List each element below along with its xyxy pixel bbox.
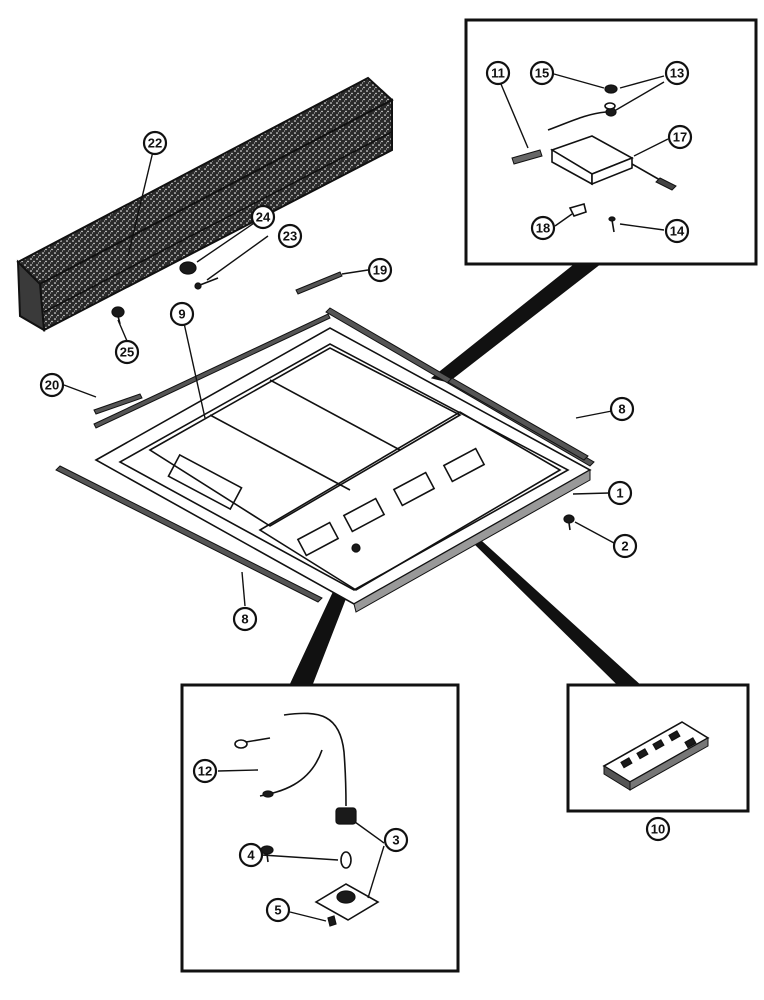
svg-text:13: 13 [670, 66, 684, 81]
control-panel-part-22 [16, 76, 394, 332]
svg-text:25: 25 [120, 345, 134, 360]
svg-text:14: 14 [670, 224, 685, 239]
terminal-block-part-10 [602, 721, 710, 791]
svg-text:8: 8 [241, 612, 248, 627]
callout-12: 12 [192, 758, 218, 784]
callout-9: 9 [169, 301, 195, 327]
callout-8-right: 8 [609, 396, 635, 422]
callout-17: 17 [667, 124, 693, 150]
svg-text:9: 9 [178, 307, 185, 322]
svg-text:2: 2 [621, 539, 628, 554]
callout-8-left: 8 [232, 606, 258, 632]
svg-text:15: 15 [535, 66, 549, 81]
callout-25: 25 [114, 339, 140, 365]
callout-2: 2 [612, 533, 638, 559]
bottom-left-detail-parts [234, 712, 380, 927]
callout-18: 18 [530, 215, 556, 241]
svg-text:17: 17 [673, 130, 687, 145]
callout-3: 3 [383, 827, 409, 853]
trim-strip-part-19 [295, 271, 343, 295]
callout-14: 14 [664, 218, 690, 244]
grommet-part-24 [179, 261, 197, 275]
svg-text:10: 10 [651, 822, 665, 837]
trim-strip-part-20 [93, 393, 143, 415]
callout-13: 13 [664, 60, 690, 86]
callout-10: 10 [645, 816, 671, 842]
svg-text:23: 23 [283, 229, 297, 244]
callout-11: 11 [485, 60, 511, 86]
svg-text:3: 3 [392, 833, 399, 848]
detail-wedge-top [430, 263, 602, 383]
callout-1: 1 [607, 480, 633, 506]
svg-text:24: 24 [256, 210, 271, 225]
leader-lines [63, 73, 669, 922]
svg-text:18: 18 [536, 221, 550, 236]
callout-22: 22 [142, 130, 168, 156]
trim-strip-part-8-left [55, 465, 323, 603]
screw-part-2 [563, 514, 575, 531]
trim-strip-part-8-right [325, 307, 595, 467]
svg-text:22: 22 [148, 136, 162, 151]
svg-text:1: 1 [616, 486, 623, 501]
callout-4: 4 [238, 842, 264, 868]
svg-text:8: 8 [618, 402, 625, 417]
svg-text:11: 11 [491, 66, 505, 81]
screw-part-23 [194, 277, 219, 290]
detail-box-bottom-left [180, 683, 460, 973]
callout-19: 19 [367, 257, 393, 283]
main-top-frame-part-1 [94, 327, 592, 613]
top-detail-parts [511, 84, 677, 233]
callout-5: 5 [265, 897, 291, 923]
callout-20: 20 [39, 372, 65, 398]
callout-15: 15 [529, 60, 555, 86]
svg-text:12: 12 [198, 764, 212, 779]
svg-text:5: 5 [274, 903, 281, 918]
svg-text:19: 19 [373, 263, 387, 278]
callout-23: 23 [277, 223, 303, 249]
trim-strip-part-9 [93, 313, 331, 429]
svg-text:20: 20 [45, 378, 59, 393]
callout-24: 24 [250, 204, 276, 230]
detail-box-top [464, 18, 758, 266]
svg-text:4: 4 [247, 848, 255, 863]
